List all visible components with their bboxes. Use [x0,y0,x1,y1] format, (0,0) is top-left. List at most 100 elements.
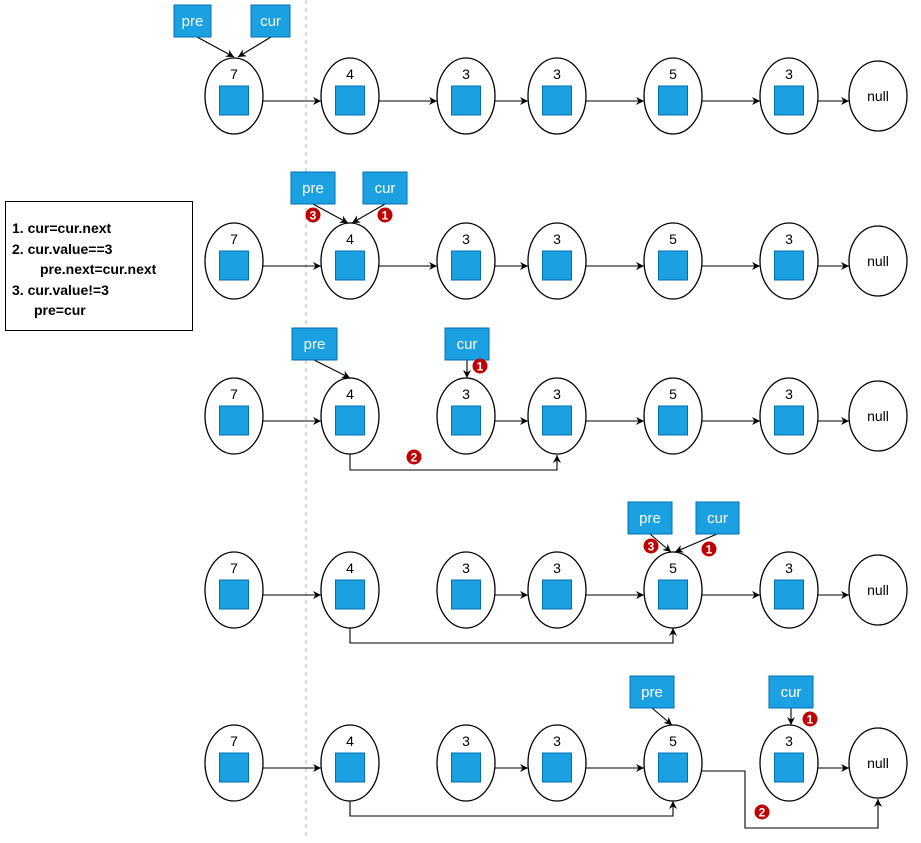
step-badge-2: 2 [406,449,422,465]
pre-pointer: pre [290,171,336,205]
list-node: 3 [436,222,496,300]
null-label: null [867,88,889,104]
list-node: 3 [759,222,819,300]
list-node: 7 [204,377,264,455]
node-value-label: 4 [346,66,354,82]
node-value-label: 3 [462,733,470,749]
step-badge-circle [472,358,488,374]
cur-pointer-box [695,501,740,535]
step-badge-number: 1 [382,209,389,223]
node-value-label: 3 [462,386,470,402]
list-node: 3 [527,724,587,802]
list-node: 5 [643,222,703,300]
null-ellipse [848,60,908,132]
list-node: 3 [759,57,819,135]
cur-pointer: cur [250,4,291,38]
step-line-1: 1. cur=cur.next [12,220,112,236]
step-badge-circle [754,804,770,820]
node-value-label: 3 [785,386,793,402]
node-value-label: 5 [669,231,677,247]
null-node: null [848,60,908,132]
cur-pointer: cur [768,675,814,709]
pre-pointer-box [629,675,675,709]
node-value-label: 3 [462,231,470,247]
node-value-label: 3 [785,733,793,749]
cur-pointer-arrow [237,36,272,58]
node-value-label: 3 [785,66,793,82]
null-ellipse [848,554,908,626]
node-next-square [658,405,688,436]
cur-pointer-arrow [674,533,718,553]
step-badge-circle [701,541,717,557]
step-line-3: 3. cur.value!=3 [12,281,109,298]
pre-pointer: pre [291,327,338,361]
step-badge-1: 1 [802,711,818,727]
step-badge-circle [643,538,659,554]
list-node: 3 [759,724,819,802]
pre-pointer-label: pre [304,336,326,353]
node-value-label: 3 [553,733,561,749]
node-value-label: 7 [230,386,238,402]
cur-pointer-label: cur [375,180,396,197]
list-node: 5 [643,724,703,802]
list-node: 3 [436,724,496,802]
pre-pointer-arrow [649,533,672,553]
node-next-square [658,250,688,281]
node-next-square [219,250,249,281]
cur-pointer-box [444,327,490,361]
list-node: 7 [204,551,264,629]
node-next-square [542,752,572,783]
node-value-label: 3 [553,66,561,82]
node-value-label: 4 [346,560,354,576]
pre-pointer: pre [173,4,212,38]
step-badge-number: 1 [807,713,814,727]
pre-pointer-arrow [312,203,349,224]
step-badge-1: 1 [472,358,488,374]
node-next-square [658,752,688,783]
node-value-label: 5 [669,560,677,576]
step-badge-circle [802,711,818,727]
node-next-square [774,85,804,116]
list-node: 3 [527,551,587,629]
cur-pointer: cur [362,171,408,205]
cur-pointer-box [768,675,814,709]
null-ellipse [848,380,908,452]
node-value-label: 5 [669,386,677,402]
cur-pointer-label: cur [457,336,478,353]
node-next-square [658,579,688,610]
node-next-square [335,85,365,116]
node-next-square [219,579,249,610]
node-value-label: 7 [230,231,238,247]
pre-pointer-box [291,327,338,361]
cur-pointer-arrow [351,203,386,224]
pre-pointer-box [627,501,673,535]
node-value-label: 4 [346,733,354,749]
cur-pointer-box [362,171,408,205]
node-next-square [774,250,804,281]
step-badge-number: 3 [648,540,655,554]
node-value-label: 5 [669,66,677,82]
node-next-square [542,85,572,116]
node-next-square [451,405,481,436]
null-node: null [848,380,908,452]
node-next-square [451,250,481,281]
null-label: null [867,408,889,424]
step-badge-1: 1 [701,541,717,557]
cur-pointer: cur [444,327,490,361]
list-node: 5 [643,57,703,135]
cur-pointer-label: cur [707,510,728,527]
list-node: 3 [436,57,496,135]
null-node: null [848,554,908,626]
node-value-label: 7 [230,733,238,749]
step-badge-1: 1 [377,207,393,223]
node-next-square [219,752,249,783]
node-next-square [658,85,688,116]
step-badge-circle [406,449,422,465]
null-label: null [867,582,889,598]
cur-pointer-label: cur [781,684,802,701]
node-next-square [542,405,572,436]
null-ellipse [848,225,908,297]
node-next-square [774,579,804,610]
node-next-square [774,752,804,783]
